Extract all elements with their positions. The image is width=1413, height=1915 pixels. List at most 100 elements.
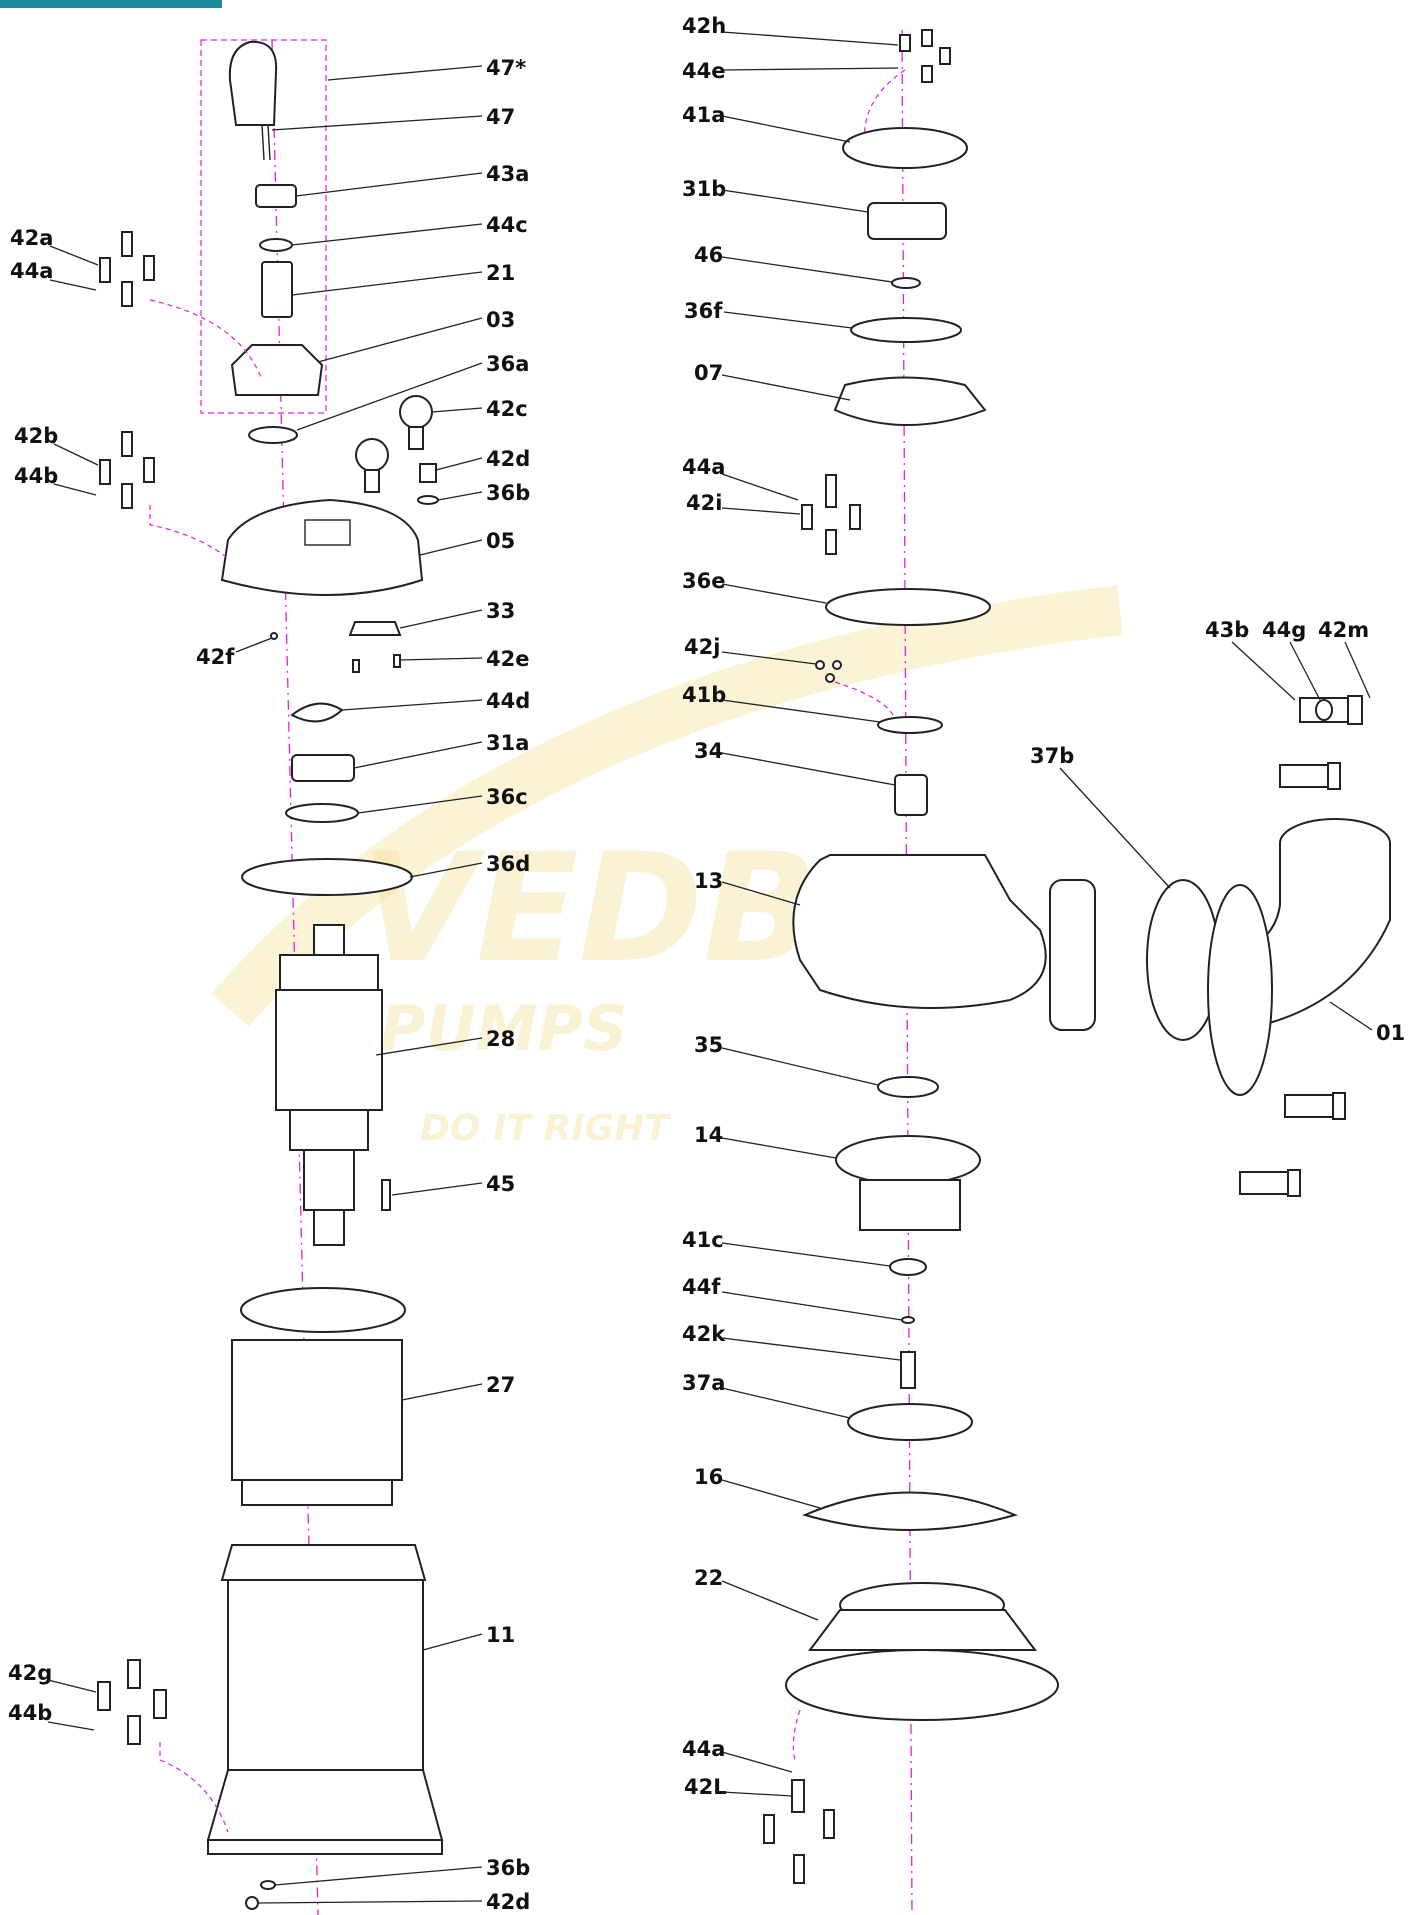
callouts-outlet: 43b 44g 42m 37b 01 xyxy=(1030,618,1405,1045)
label-41c: 41c xyxy=(682,1228,724,1252)
eye-bolt xyxy=(355,395,433,493)
label-44a: 44a xyxy=(10,259,53,283)
outlet-elbow xyxy=(1207,818,1391,1096)
upper-bearing xyxy=(867,202,947,240)
label-44d: 44d xyxy=(486,689,530,713)
label-36b-lower: 36b xyxy=(486,1856,530,1880)
impeller xyxy=(802,1491,1018,1531)
label-36b: 36b xyxy=(486,481,530,505)
label-34: 34 xyxy=(694,739,723,763)
label-42m: 42m xyxy=(1318,618,1369,642)
label-45: 45 xyxy=(486,1172,515,1196)
bolt-group-42L xyxy=(763,1709,835,1884)
label-47s: 47* xyxy=(486,56,526,80)
cable-gland-nut xyxy=(255,184,297,208)
rotor-shaft xyxy=(275,924,383,1246)
label-44a-right: 44a xyxy=(682,455,725,479)
label-28: 28 xyxy=(486,1027,515,1051)
gland-washer xyxy=(259,238,293,252)
outlet-bolts xyxy=(1239,695,1363,1197)
label-44c: 44c xyxy=(486,213,528,237)
label-44b: 44b xyxy=(14,464,58,488)
label-13: 13 xyxy=(694,869,723,893)
circlip xyxy=(891,277,921,289)
label-22: 22 xyxy=(694,1566,723,1590)
power-cable xyxy=(228,40,278,126)
o-ring-36c xyxy=(285,803,359,823)
cable-assembly-frame xyxy=(200,39,327,414)
label-36f: 36f xyxy=(684,299,723,323)
label-35: 35 xyxy=(694,1033,723,1057)
label-41a: 41a xyxy=(682,103,725,127)
o-ring-36f xyxy=(850,317,962,343)
impeller-bolt xyxy=(900,1351,916,1389)
label-42b: 42b xyxy=(14,424,58,448)
watermark: VEDB PUMPS DO IT RIGHT xyxy=(211,585,1123,1149)
label-42e: 42e xyxy=(486,647,529,671)
label-42a: 42a xyxy=(10,226,53,250)
shaft-key xyxy=(381,1179,391,1211)
label-42d: 42d xyxy=(486,447,530,471)
callouts-right-column: 42h 44e 41a 31b 46 36f 07 44a 42i 36e 42… xyxy=(682,14,903,1799)
label-42i: 42i xyxy=(686,491,722,515)
bolt-group-top xyxy=(99,231,263,381)
label-11: 11 xyxy=(486,1623,515,1647)
label-42j: 42j xyxy=(684,635,720,659)
label-42k: 42k xyxy=(682,1322,726,1346)
o-ring-36b-lower xyxy=(260,1880,276,1890)
suction-gasket xyxy=(847,1403,973,1441)
o-ring-36d xyxy=(241,858,413,896)
label-36c: 36c xyxy=(486,785,528,809)
label-42d-lower: 42d xyxy=(486,1890,530,1914)
screw-42f xyxy=(270,632,278,640)
label-36d: 36d xyxy=(486,852,530,876)
upper-motor-cover xyxy=(220,498,424,596)
label-27: 27 xyxy=(486,1373,515,1397)
o-ring-36a xyxy=(248,426,298,444)
spring-washer xyxy=(901,1316,915,1324)
label-36a: 36a xyxy=(486,352,529,376)
label-46: 46 xyxy=(694,243,723,267)
mechanical-seal xyxy=(894,774,928,816)
pump-volute xyxy=(792,854,1096,1031)
label-37a: 37a xyxy=(682,1371,725,1395)
label-21: 21 xyxy=(486,261,515,285)
bolt-group-middle xyxy=(99,431,231,561)
label-42h: 42h xyxy=(682,14,726,38)
label-33: 33 xyxy=(486,599,515,623)
bearing-cover-plate xyxy=(842,127,968,169)
label-42L: 42L xyxy=(684,1775,727,1799)
seal-plate xyxy=(877,716,943,734)
label-44e: 44e xyxy=(682,59,725,83)
bolt-group-42i xyxy=(801,474,861,555)
label-42c: 42c xyxy=(486,397,528,421)
callouts-left-side: 42a 44a 42b 44b 42f 42g 44b xyxy=(8,226,273,1731)
label-03: 03 xyxy=(486,308,515,332)
cable-sleeve xyxy=(261,261,293,318)
header-accent-bar xyxy=(0,0,222,8)
label-16: 16 xyxy=(694,1465,723,1489)
label-44f: 44f xyxy=(682,1275,721,1299)
label-41b: 41b xyxy=(682,683,726,707)
lower-bearing xyxy=(291,754,355,782)
oil-plug xyxy=(419,463,437,483)
label-01: 01 xyxy=(1376,1021,1405,1045)
label-43b: 43b xyxy=(1205,618,1249,642)
impeller-washer xyxy=(889,1258,927,1276)
oil-chamber xyxy=(835,1135,981,1231)
seal-housing xyxy=(833,376,987,426)
label-44g: 44g xyxy=(1262,618,1306,642)
watermark-line1: PUMPS xyxy=(380,992,628,1065)
bolt-group-42h xyxy=(863,29,951,146)
label-42f: 42f xyxy=(196,645,235,669)
label-31a: 31a xyxy=(486,731,529,755)
label-07: 07 xyxy=(694,361,723,385)
pump-stand xyxy=(785,1582,1059,1721)
label-43a: 43a xyxy=(486,162,529,186)
watermark-line2: DO IT RIGHT xyxy=(420,1108,671,1149)
lip-seal xyxy=(877,1076,939,1098)
screws-42j xyxy=(815,660,896,721)
motor-casing xyxy=(206,1544,444,1855)
label-14: 14 xyxy=(694,1123,723,1147)
